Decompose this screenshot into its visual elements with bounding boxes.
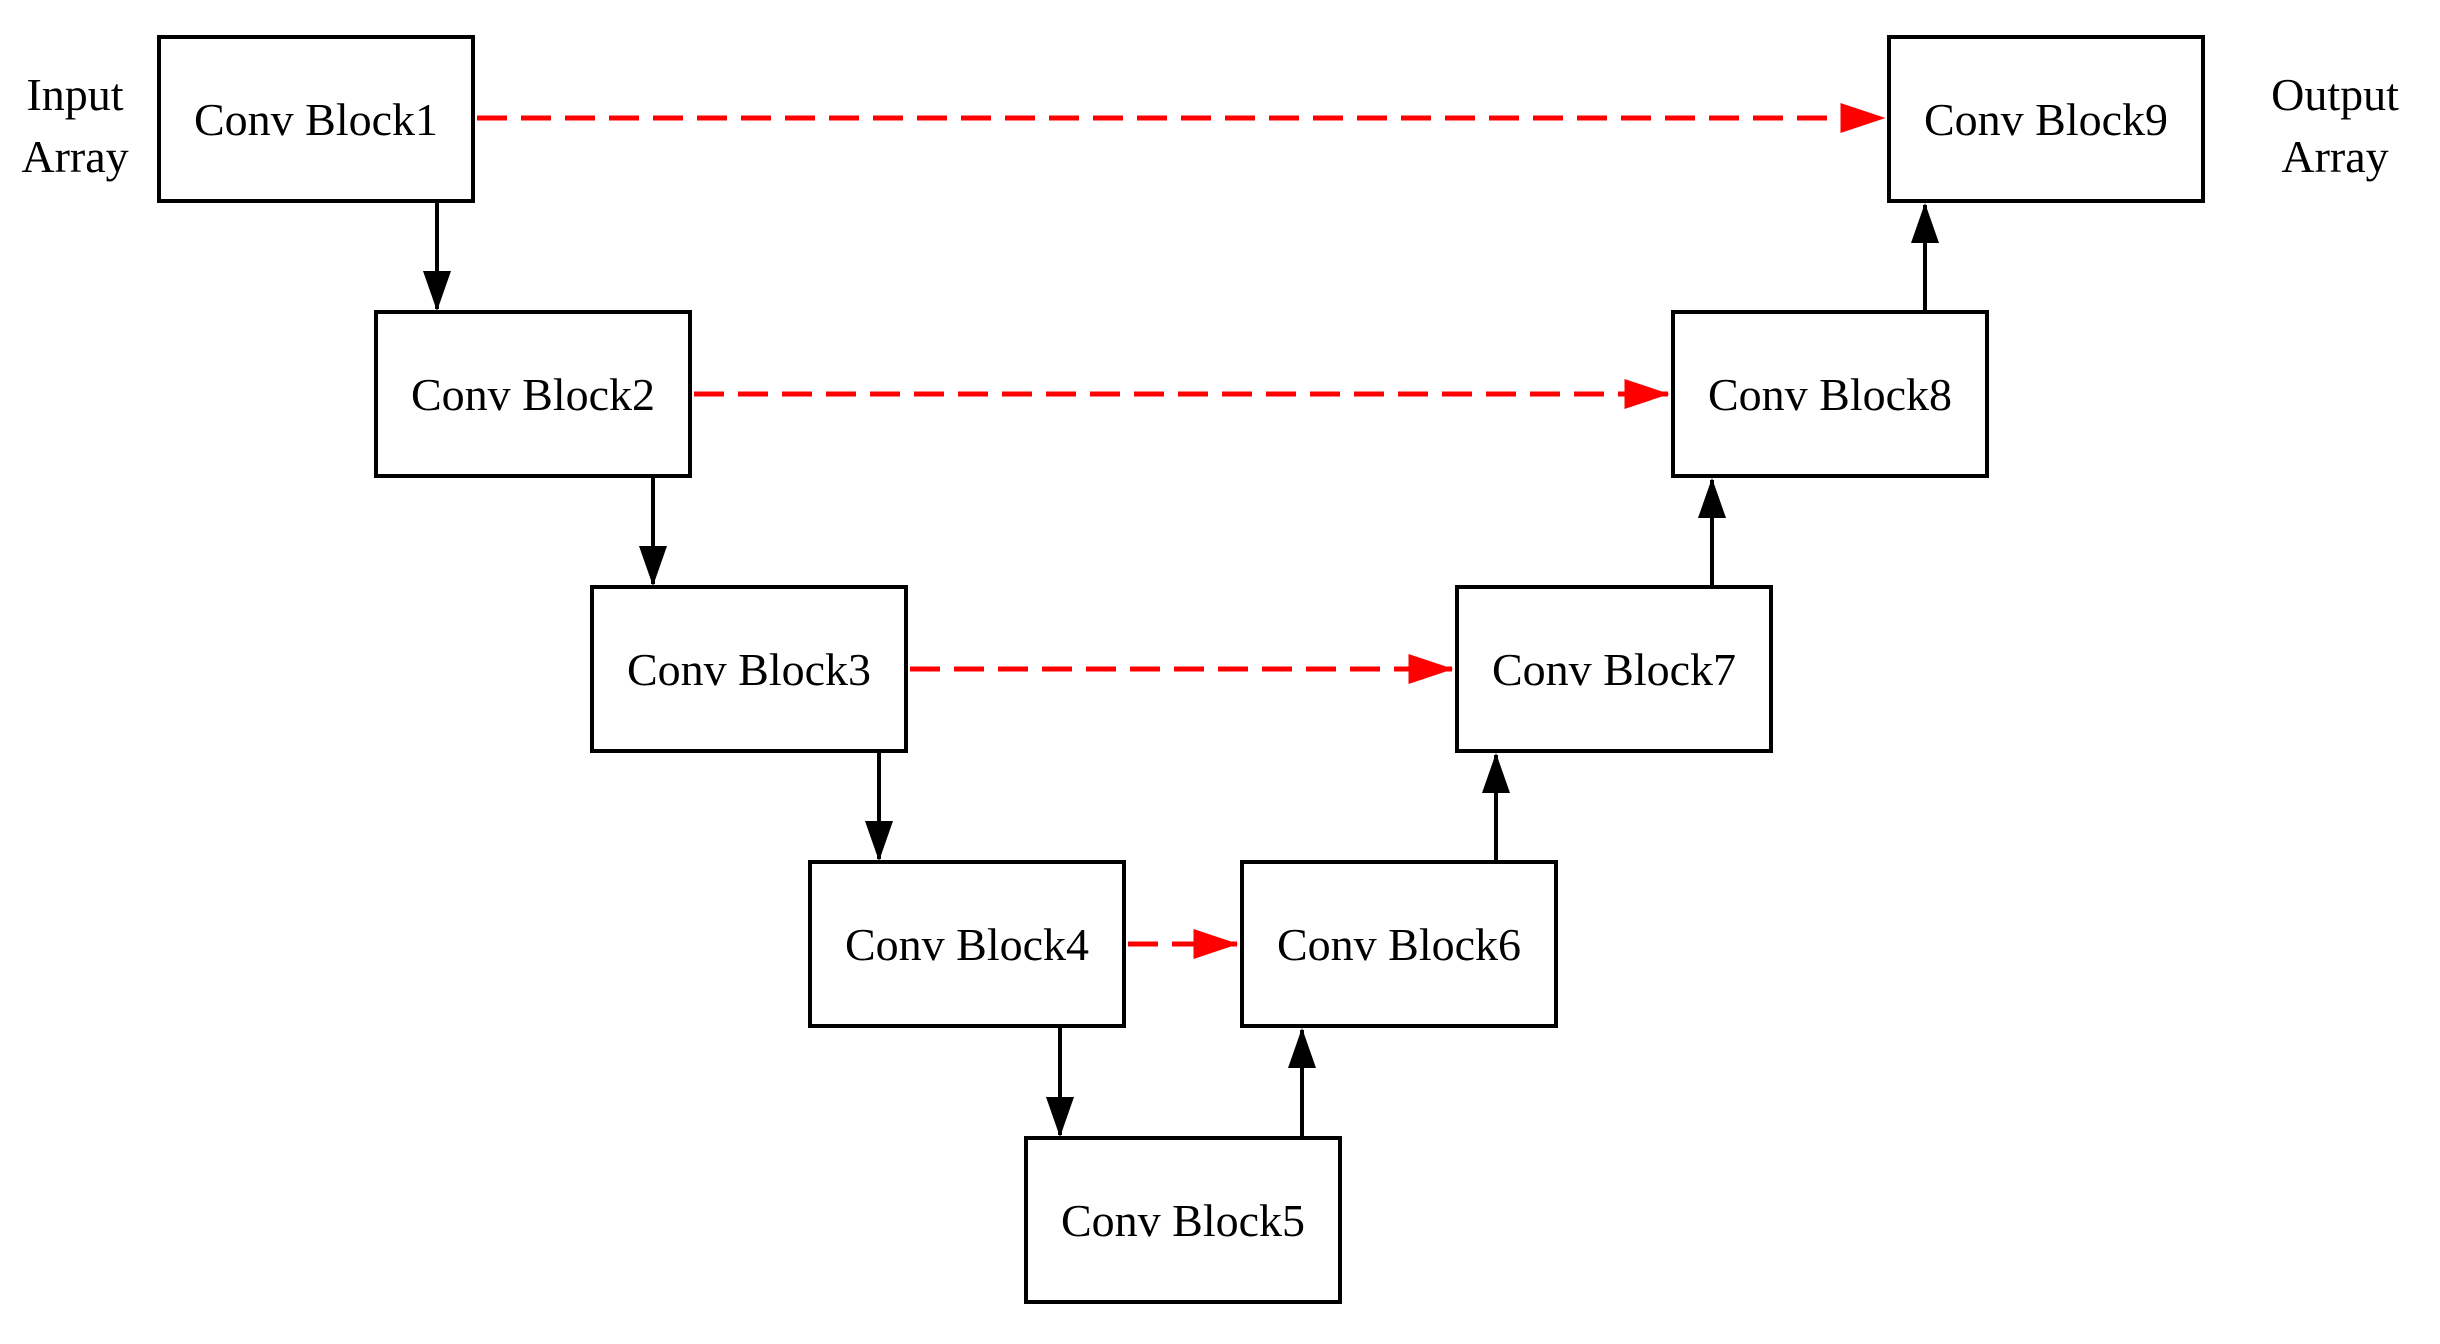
node-conv-block2: Conv Block2: [374, 310, 692, 478]
node-label-conv-block1: Conv Block1: [193, 93, 439, 145]
input-array-label: Input Array: [0, 64, 150, 188]
node-conv-block6: Conv Block6: [1240, 860, 1558, 1028]
output-array-label: Output Array: [2255, 64, 2415, 188]
input-array-line2: Array: [21, 131, 129, 182]
output-array-line1: Output: [2271, 69, 2399, 120]
node-label-conv-block5: Conv Block5: [1060, 1194, 1306, 1246]
node-conv-block7: Conv Block7: [1455, 585, 1773, 753]
node-conv-block9: Conv Block9: [1887, 35, 2205, 203]
node-label-conv-block8: Conv Block8: [1707, 368, 1953, 420]
node-conv-block3: Conv Block3: [590, 585, 908, 753]
node-label-conv-block9: Conv Block9: [1923, 93, 2169, 145]
node-conv-block8: Conv Block8: [1671, 310, 1989, 478]
node-conv-block5: Conv Block5: [1024, 1136, 1342, 1304]
node-conv-block1: Conv Block1: [157, 35, 475, 203]
input-array-line1: Input: [26, 69, 124, 120]
node-conv-block4: Conv Block4: [808, 860, 1126, 1028]
node-label-conv-block3: Conv Block3: [626, 643, 872, 695]
node-label-conv-block4: Conv Block4: [844, 918, 1090, 970]
output-array-line2: Array: [2281, 131, 2389, 182]
node-label-conv-block6: Conv Block6: [1276, 918, 1522, 970]
node-label-conv-block2: Conv Block2: [410, 368, 656, 420]
node-label-conv-block7: Conv Block7: [1491, 643, 1737, 695]
